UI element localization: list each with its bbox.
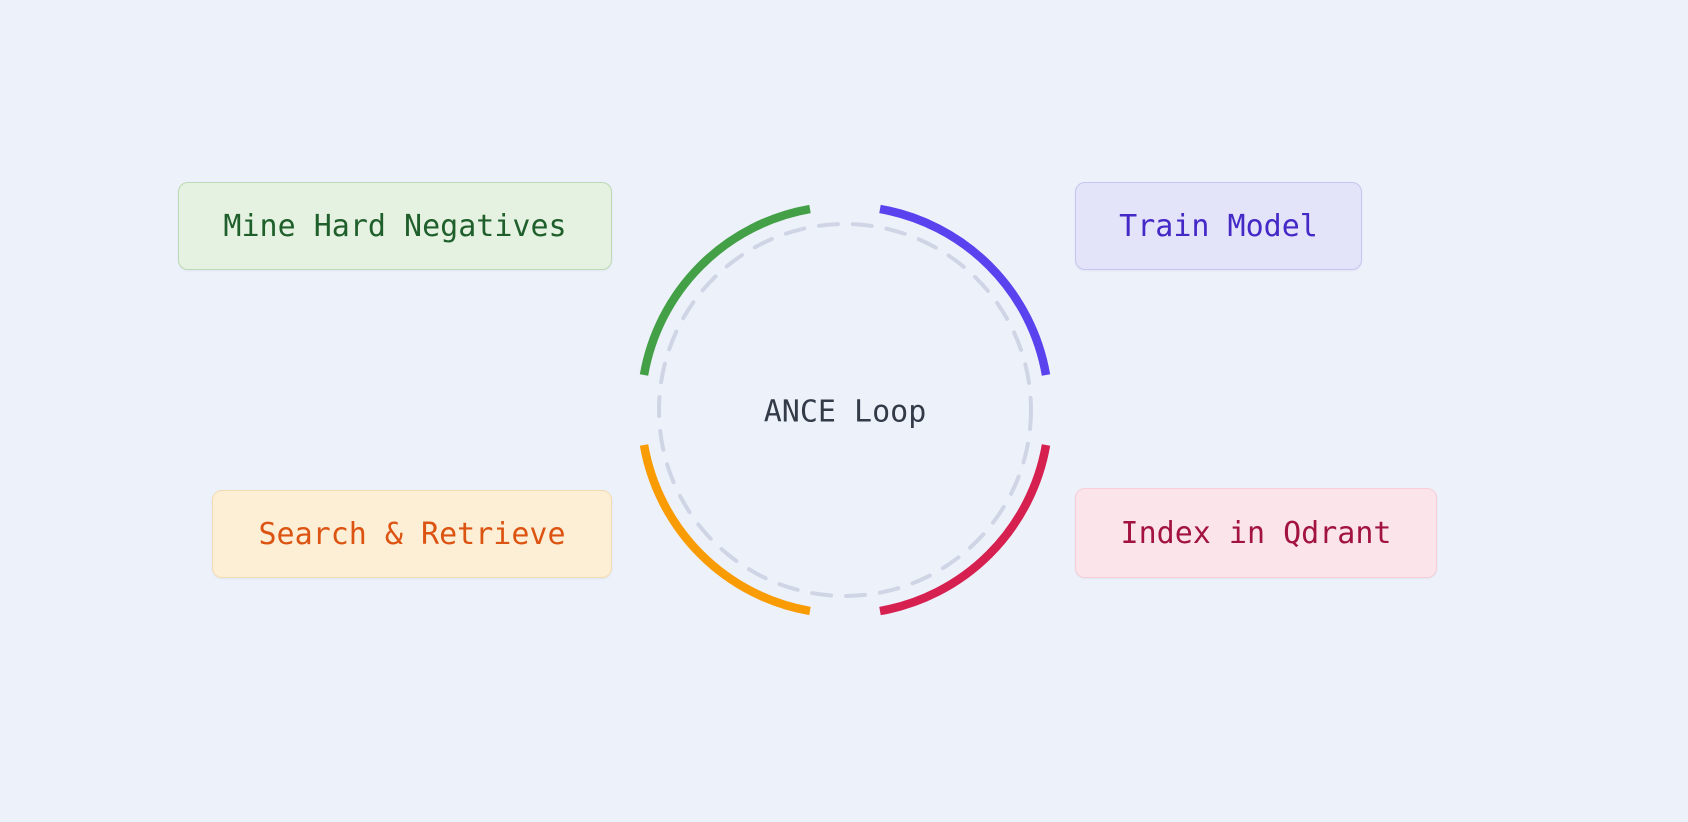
arc-top-left [639,204,811,376]
node-label: Train Model [1119,208,1318,244]
center-label: ANCE Loop [763,394,927,430]
arc-bottom-right [879,444,1051,616]
arc-bottom-left [639,444,811,616]
arc-top-right [879,204,1051,376]
node-mine-hard-negatives: Mine Hard Negatives [178,182,612,270]
node-search-retrieve: Search & Retrieve [212,490,612,578]
node-train-model: Train Model [1075,182,1362,270]
dashed-circle [657,222,1033,598]
node-label: Mine Hard Negatives [223,208,567,244]
node-index-qdrant: Index in Qdrant [1075,488,1437,578]
node-label: Search & Retrieve [258,516,566,552]
node-label: Index in Qdrant [1120,515,1392,551]
